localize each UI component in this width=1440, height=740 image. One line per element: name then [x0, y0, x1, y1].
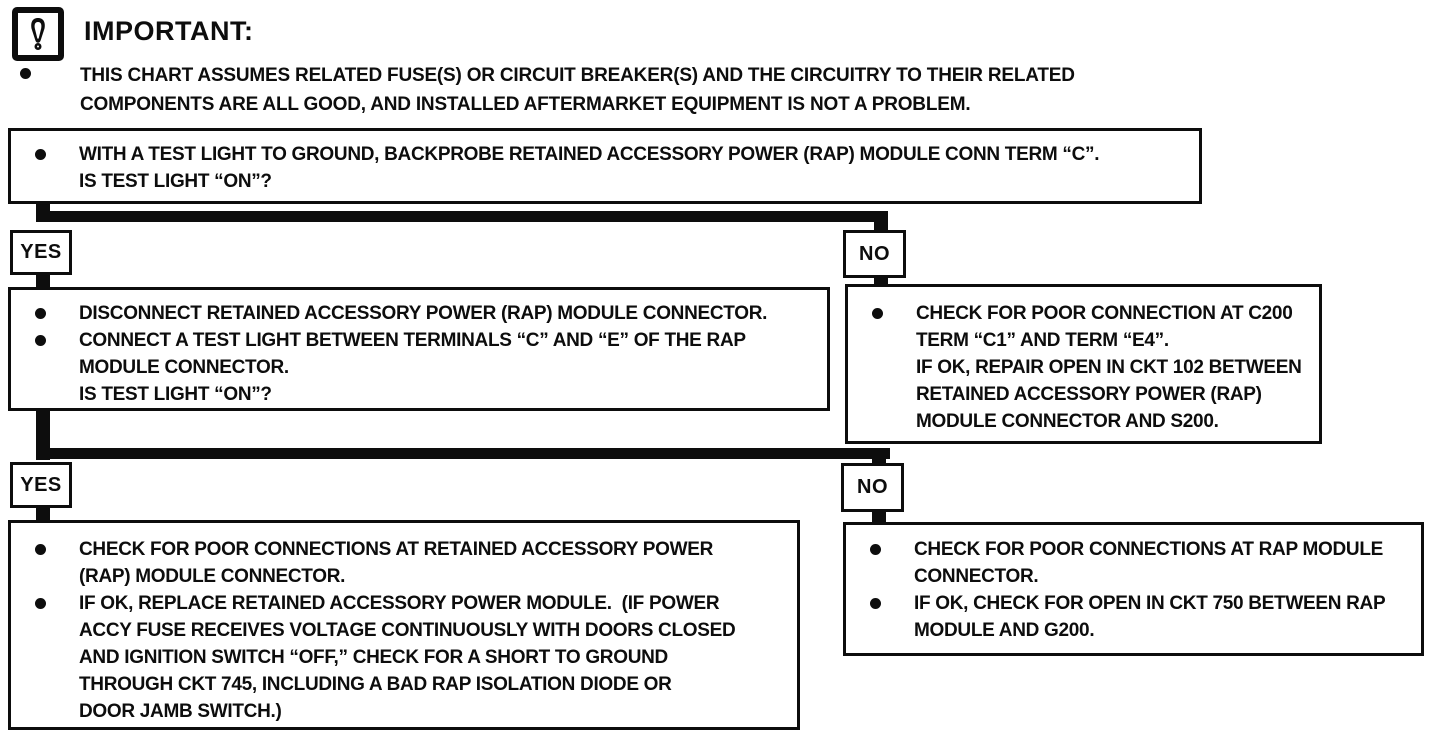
- connector-stub-no2: [872, 448, 886, 465]
- yes2-action-box: CHECK FOR POOR CONNECTIONS AT RETAINED A…: [8, 520, 800, 730]
- bullet-icon: [872, 308, 883, 319]
- connector-stub-no1: [874, 211, 888, 232]
- no-label-2: NO: [841, 463, 904, 512]
- bullet-icon: [35, 544, 46, 555]
- bullet-icon: [870, 544, 881, 555]
- yes1-action-text-1: DISCONNECT RETAINED ACCESSORY POWER (RAP…: [79, 303, 768, 324]
- bullet-icon: [35, 598, 46, 609]
- connector-branch-bar-1: [36, 211, 888, 222]
- exclamation-glyph: [31, 18, 45, 50]
- no1-action-text: CHECK FOR POOR CONNECTION AT C200 TERM “…: [916, 303, 1302, 432]
- bullet-icon: [35, 149, 46, 160]
- connector-stub-l2-down: [36, 409, 50, 460]
- no-label-1: NO: [843, 230, 906, 278]
- connector-stub-no2-down: [872, 510, 886, 524]
- connector-branch-bar-2: [36, 448, 890, 459]
- yes1-action-text-2: CONNECT A TEST LIGHT BETWEEN TERMINALS “…: [79, 330, 746, 405]
- no-label-2-text: NO: [857, 476, 888, 498]
- bullet-icon: [35, 335, 46, 346]
- assumption-note: THIS CHART ASSUMES RELATED FUSE(S) OR CI…: [80, 65, 1075, 115]
- yes2-action-text-2: IF OK, REPLACE RETAINED ACCESSORY POWER …: [79, 593, 736, 722]
- important-title: IMPORTANT:: [84, 16, 254, 46]
- no2-action-text-1: CHECK FOR POOR CONNECTIONS AT RAP MODULE…: [914, 539, 1383, 587]
- connector-stub-yes1-down: [36, 272, 50, 289]
- no1-action-box: CHECK FOR POOR CONNECTION AT C200 TERM “…: [845, 284, 1322, 444]
- yes-label-2-text: YES: [20, 473, 62, 496]
- important-exclamation-icon: [12, 7, 64, 61]
- question1-text: WITH A TEST LIGHT TO GROUND, BACKPROBE R…: [79, 144, 1100, 192]
- question1-box: WITH A TEST LIGHT TO GROUND, BACKPROBE R…: [8, 128, 1202, 204]
- yes-label-2: YES: [10, 462, 72, 508]
- note-bullet-icon: [20, 68, 31, 79]
- no-label-1-text: NO: [859, 242, 890, 265]
- yes1-action-box: DISCONNECT RETAINED ACCESSORY POWER (RAP…: [8, 287, 830, 411]
- yes-label-1-text: YES: [20, 241, 62, 263]
- bullet-icon: [870, 598, 881, 609]
- yes2-action-text-1: CHECK FOR POOR CONNECTIONS AT RETAINED A…: [79, 539, 714, 587]
- connector-stub-yes2-down: [36, 506, 50, 522]
- no2-action-box: CHECK FOR POOR CONNECTIONS AT RAP MODULE…: [843, 522, 1424, 656]
- no2-action-text-2: IF OK, CHECK FOR OPEN IN CKT 750 BETWEEN…: [914, 593, 1386, 641]
- yes-label-1: YES: [10, 230, 72, 275]
- bullet-icon: [35, 308, 46, 319]
